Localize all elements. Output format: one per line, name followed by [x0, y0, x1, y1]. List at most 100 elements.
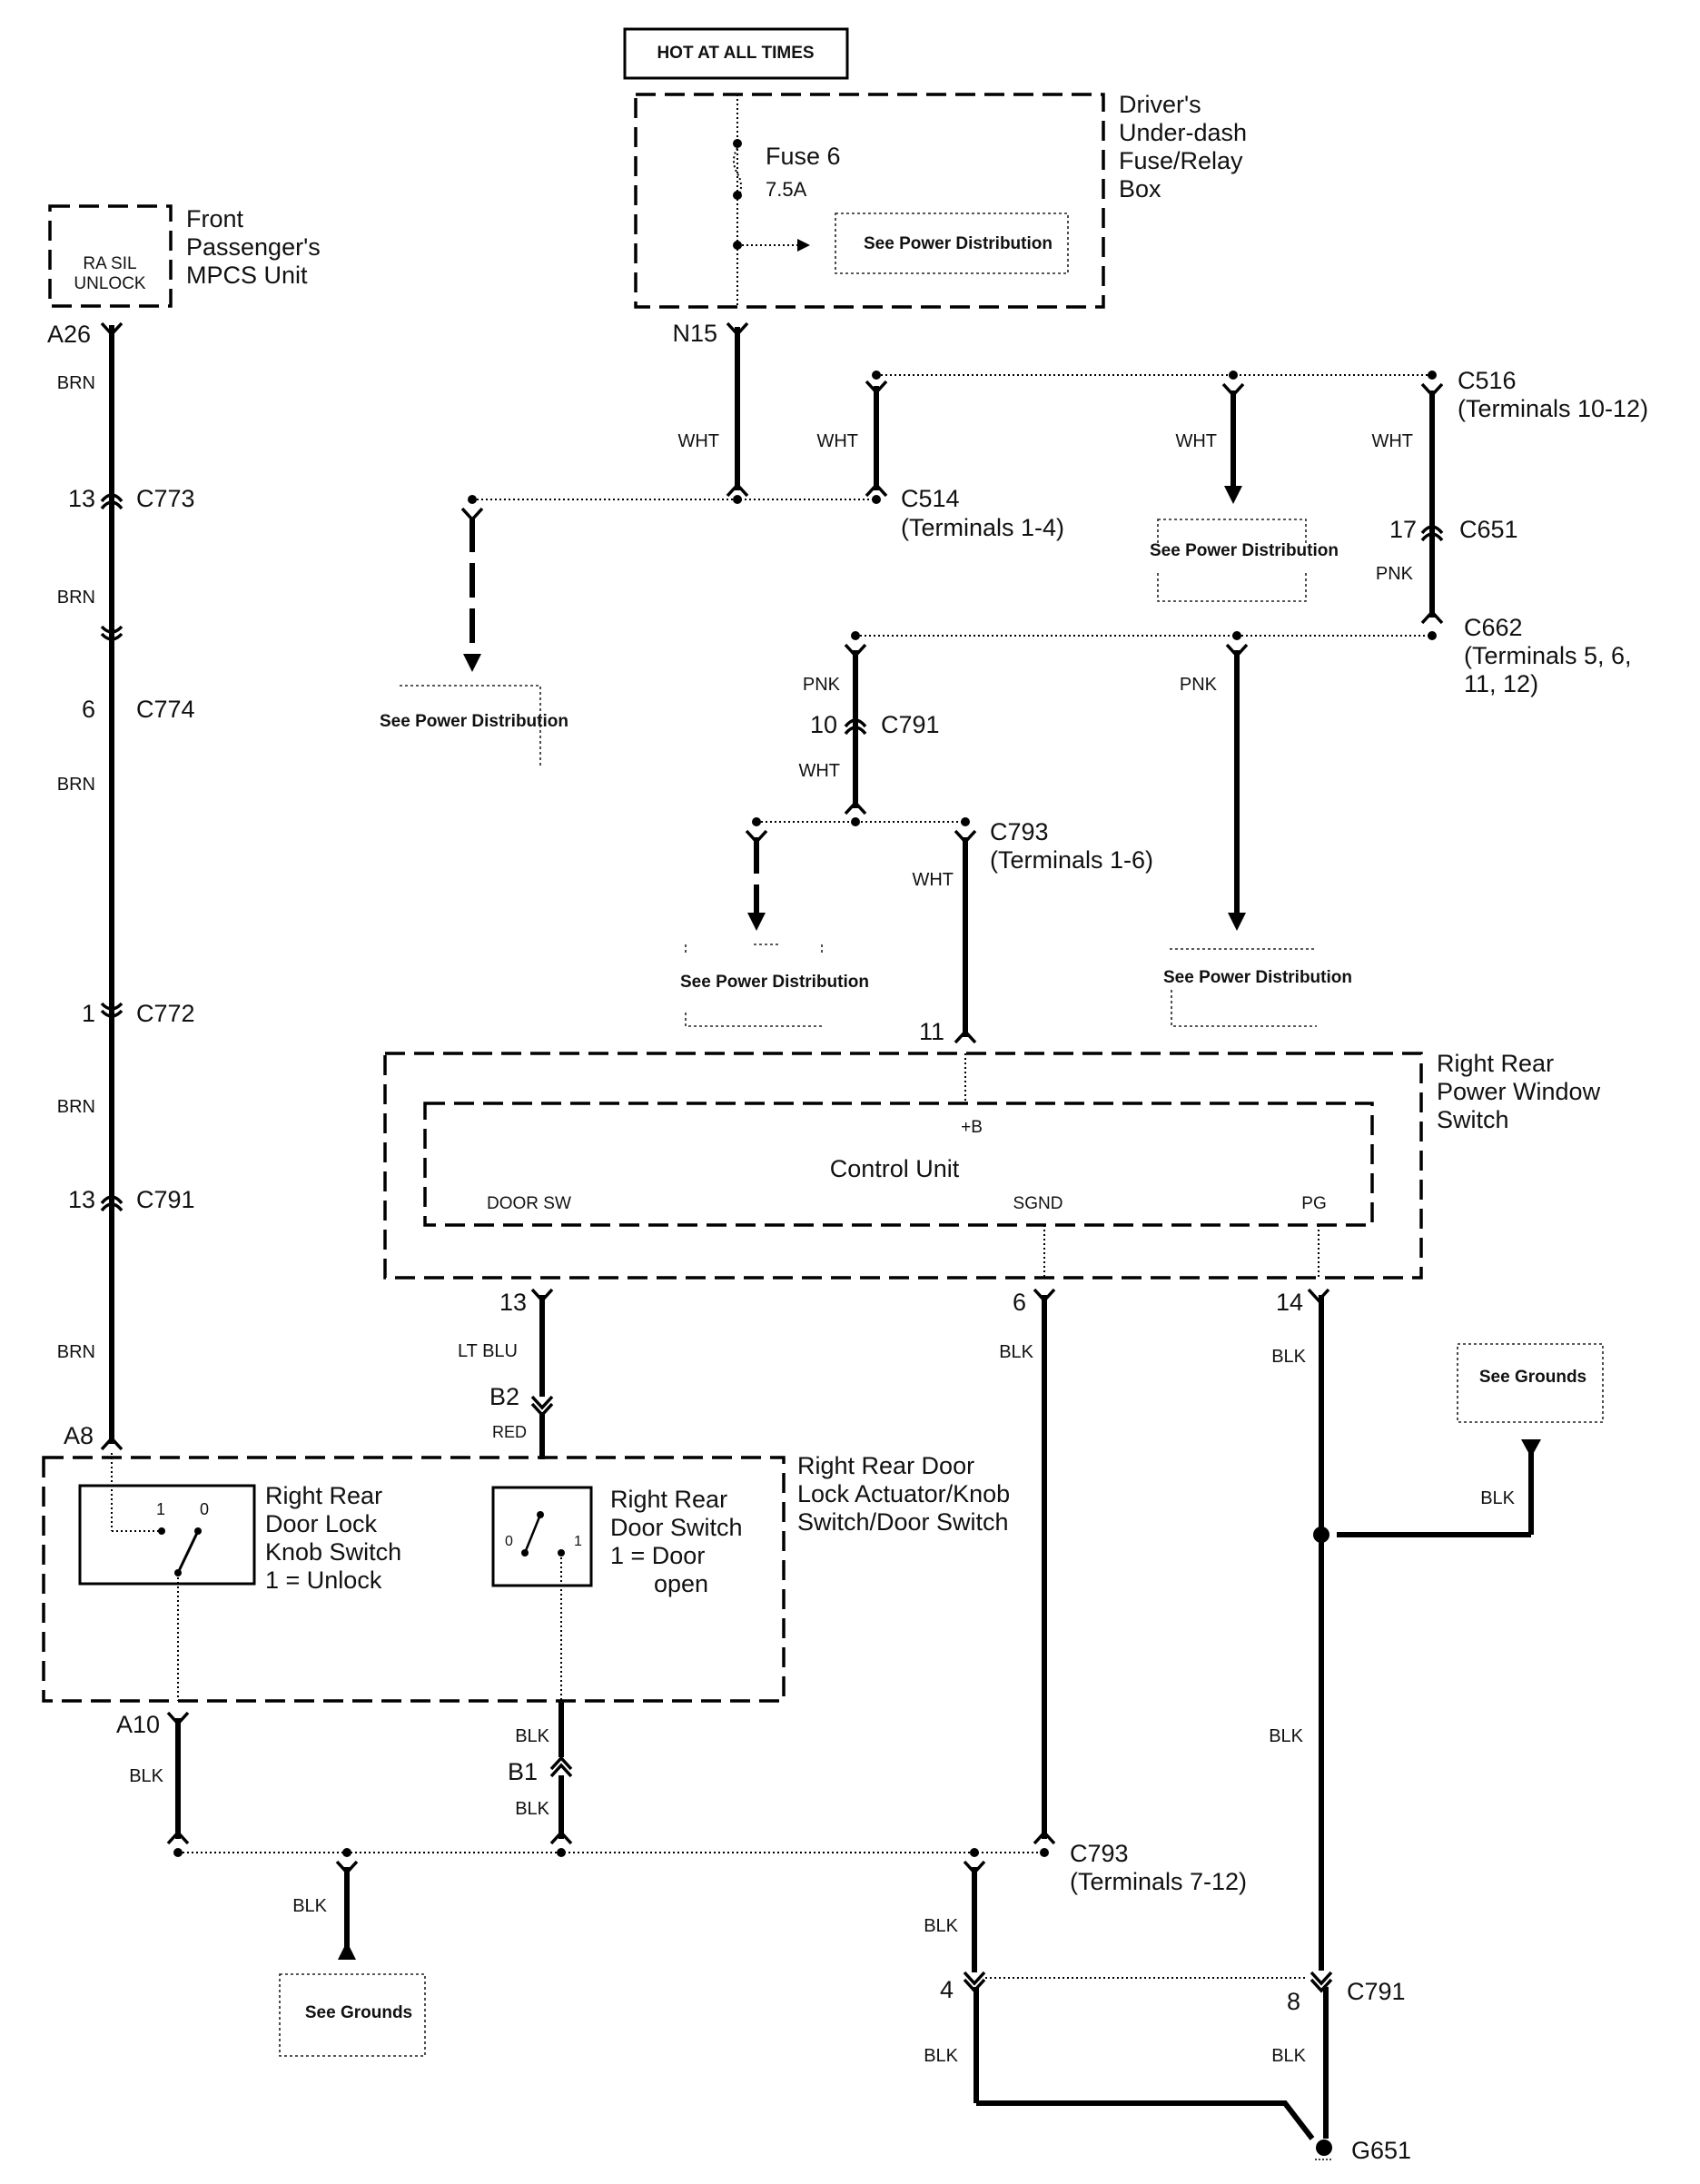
hot-at-all-times-box: HOT AT ALL TIMES [623, 27, 849, 80]
mpcs-pin-label: RA SIL [83, 254, 136, 273]
connector-c774-icon [100, 625, 124, 641]
see-power-distribution-ref[interactable]: See Power Distribution [680, 973, 869, 992]
connector-pin: 13 [68, 485, 95, 512]
wire-color-label: LT BLU [458, 1341, 518, 1361]
connector-c793-bottom: C793 [1070, 1840, 1129, 1867]
wire-color-label: BLK [1269, 1726, 1303, 1746]
fuse-label: Fuse 6 [766, 143, 841, 170]
connector-pin: 13 [68, 1186, 95, 1213]
connector-c516: C516 [1458, 367, 1517, 394]
mpcs-name: Front [186, 205, 244, 232]
connector-terminals: (Terminals 7-12) [1070, 1868, 1247, 1895]
fuse-relay-box: Fuse 6 7.5A See Power Distribution Drive… [634, 91, 1247, 309]
ground-g651: G651 [1351, 2137, 1411, 2164]
switch-position-label: 0 [200, 1500, 209, 1518]
door-switch-name: 1 = Door [610, 1542, 705, 1569]
c516-bus: WHT See Power Distribution WHT C516 (Ter… [872, 367, 1648, 625]
wire-color-label: BLK [999, 1342, 1033, 1362]
lower-ground-wiring: A10 BLK BLK B1 BLK C793 (Terminals 7-12)… [116, 1701, 1411, 2164]
pin-pg: PG [1301, 1194, 1326, 1213]
c793-top-bus: See Power Distribution WHT C793 (Termina… [680, 817, 1153, 1045]
power-window-switch-name: Power Window [1437, 1078, 1601, 1105]
see-power-distribution-ref[interactable]: See Power Distribution [380, 712, 568, 731]
connector-terminals: (Terminals 1-6) [990, 846, 1153, 874]
wht-feed: N15 WHT See Power Distribution WHT C514 … [380, 320, 1064, 767]
wire-color-label: PNK [803, 675, 841, 695]
see-grounds-ref[interactable]: See Grounds [305, 2003, 412, 2022]
connector-c772-icon [100, 1002, 124, 1018]
wire-color-label: BLK [1271, 2046, 1306, 2066]
wire-color-label: BRN [57, 373, 95, 393]
connector-b2: B2 [489, 1383, 519, 1410]
switch-position-label: 1 [574, 1534, 582, 1549]
door-lock-assembly: Right Rear Door Lock Actuator/Knob Switc… [42, 1452, 1010, 1703]
connector-c651-icon [1420, 525, 1444, 542]
wire-color-label: RED [492, 1423, 527, 1441]
wire-color-label: BLK [515, 1726, 549, 1746]
pin-b: +B [961, 1118, 983, 1137]
see-power-distribution-ref[interactable]: See Power Distribution [1150, 541, 1339, 560]
connector-n15: N15 [672, 320, 717, 347]
connector-pin: 14 [1276, 1289, 1303, 1316]
knob-switch-name: Knob Switch [265, 1538, 401, 1566]
connector-terminals: 11, 12) [1464, 670, 1538, 697]
connector-c793-top: C793 [990, 818, 1049, 845]
fuse-box-name: Driver's [1119, 91, 1201, 118]
hot-at-all-times-label: HOT AT ALL TIMES [657, 44, 814, 63]
connector-pin: 11 [919, 1018, 944, 1045]
door-switch-name: Door Switch [610, 1514, 743, 1541]
wire-color-label: BRN [57, 1342, 95, 1362]
connector-c791-icon [844, 718, 867, 736]
connector-c791-left: C791 [136, 1186, 195, 1213]
see-power-distribution-ref[interactable]: See Power Distribution [864, 234, 1053, 253]
connector-pin: 10 [810, 711, 837, 738]
wire-color-label: BLK [129, 1766, 163, 1786]
knob-switch-name: 1 = Unlock [265, 1566, 382, 1594]
wire-color-label: BLK [515, 1799, 549, 1819]
wire-color-label: BLK [1271, 1347, 1306, 1367]
connector-c772: C772 [136, 1000, 195, 1027]
see-grounds-ref[interactable]: See Grounds [1479, 1368, 1586, 1387]
connector-b1: B1 [508, 1758, 538, 1785]
connector-pin: 6 [1013, 1289, 1026, 1316]
connector-pin: 1 [82, 1000, 95, 1027]
connector-c791-mid: C791 [881, 711, 940, 738]
fuse-box-name: Under-dash [1119, 119, 1247, 146]
wire-color-label: WHT [1175, 431, 1217, 451]
connector-c791-icon [100, 1195, 124, 1212]
door-assembly-name: Right Rear Door [797, 1452, 974, 1479]
door-switch-name: open [654, 1570, 708, 1597]
wire-color-label: WHT [912, 870, 954, 890]
mpcs-name: Passenger's [186, 233, 321, 261]
mpcs-name: MPCS Unit [186, 262, 308, 289]
connector-c651: C651 [1459, 516, 1518, 543]
pin-sgnd: SGND [1013, 1194, 1063, 1213]
connector-terminals: (Terminals 10-12) [1458, 395, 1648, 422]
power-window-switch: +B Control Unit DOOR SW SGND PG Right Re… [383, 1050, 1601, 1280]
control-unit-label: Control Unit [830, 1155, 960, 1182]
mpcs-pin-label: UNLOCK [74, 274, 146, 293]
see-power-distribution-ref[interactable]: See Power Distribution [1163, 968, 1352, 987]
connector-terminals: (Terminals 5, 6, [1464, 642, 1632, 669]
connector-c662: C662 [1464, 614, 1523, 641]
connector-c773-icon [100, 493, 124, 510]
switch-blade-icon [176, 1530, 200, 1574]
power-window-switch-name: Switch [1437, 1106, 1509, 1133]
connector-pin: 8 [1287, 1988, 1300, 2015]
door-assembly-name: Switch/Door Switch [797, 1508, 1009, 1536]
sgnd-blk-wire: 6 BLK [999, 1288, 1056, 1845]
c662-bus: C662 (Terminals 5, 6, 11, 12) PNK See Po… [798, 614, 1632, 1027]
pg-blk-wire: 14 BLK BLK See Grounds BLK [1269, 1288, 1604, 1971]
connector-terminals: (Terminals 1-4) [901, 514, 1064, 541]
connector-c774: C774 [136, 696, 195, 723]
wire-color-label: BRN [57, 588, 95, 608]
switch-blade-icon [523, 1514, 542, 1554]
lt-blu-wire: 13 LT BLU B2 RED [458, 1288, 554, 1459]
knob-switch-name: Door Lock [265, 1510, 378, 1537]
wire-color-label: WHT [816, 431, 858, 451]
connector-a10: A10 [116, 1711, 160, 1738]
switch-position-label: 0 [505, 1534, 513, 1549]
fuse-box-name: Box [1119, 175, 1161, 203]
wire-color-label: BLK [292, 1896, 327, 1916]
